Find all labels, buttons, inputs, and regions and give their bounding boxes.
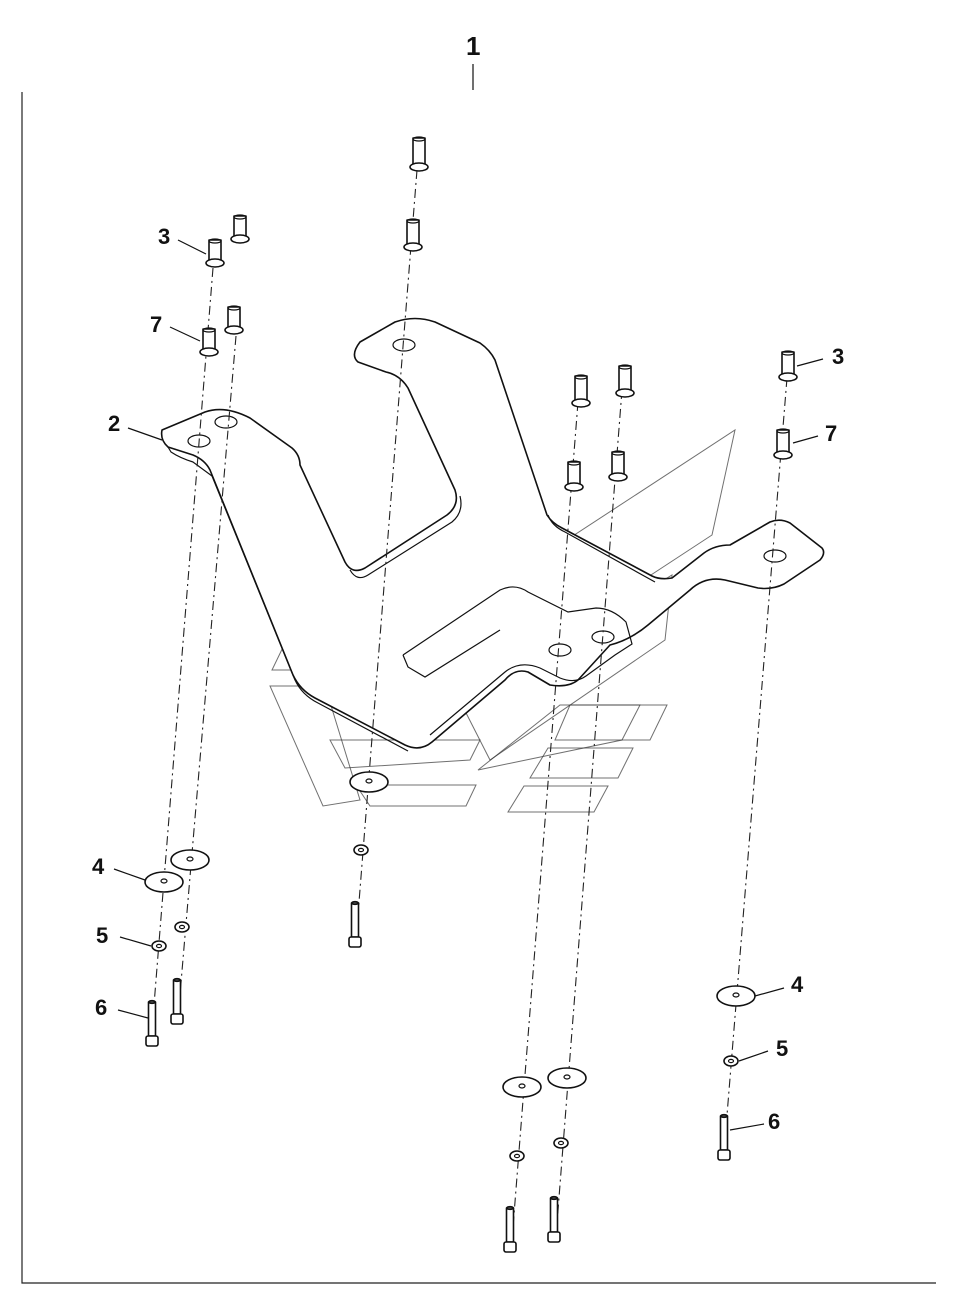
rivet-nut [564, 460, 584, 492]
flat-washer [547, 1067, 587, 1089]
rivet-nut [230, 214, 250, 244]
lock-washer [151, 940, 167, 952]
bolt [717, 1113, 731, 1161]
lock-washer [509, 1150, 525, 1162]
lock-washer [723, 1055, 739, 1067]
rivet-nut [773, 428, 793, 460]
drawing-frame [21, 92, 936, 1284]
rivet-nut [403, 218, 423, 252]
rivet-nut [608, 450, 628, 482]
lock-washer [353, 844, 369, 856]
bolt [170, 977, 184, 1025]
rivet-nut [571, 374, 591, 408]
callout-7-right: 7 [825, 421, 837, 446]
rivet-nut [409, 136, 429, 172]
lock-washer [553, 1137, 569, 1149]
callout-7-left: 7 [150, 312, 162, 337]
callout-6-right: 6 [768, 1109, 780, 1134]
flat-washer [170, 849, 210, 871]
callout-leaders [113, 239, 824, 1131]
callout-2: 2 [108, 411, 120, 436]
callout-5-left: 5 [96, 923, 108, 948]
lock-washer [174, 921, 190, 933]
bracket-hole [763, 549, 787, 563]
callout-3-left: 3 [158, 224, 170, 249]
callout-5-right: 5 [776, 1036, 788, 1061]
rivet-nut [205, 238, 225, 268]
rivet-nut [615, 364, 635, 398]
bracket-hole [214, 415, 238, 429]
flat-washer [144, 871, 184, 893]
rivet-nut [778, 350, 798, 382]
rivet-nut [199, 327, 219, 357]
lock-washers [151, 844, 739, 1162]
mounting-bracket [160, 317, 825, 752]
rivet-nut [224, 305, 244, 335]
bolt [547, 1195, 561, 1243]
flat-washers [144, 771, 756, 1098]
flat-washer [716, 985, 756, 1007]
callout-4-right: 4 [791, 972, 804, 997]
callout-6-left: 6 [95, 995, 107, 1020]
bolt [503, 1205, 517, 1253]
bracket-hole [548, 643, 572, 657]
assembly-number: 1 [466, 31, 480, 61]
callout-4-left: 4 [92, 854, 105, 879]
assembly-axes [151, 169, 788, 1241]
bolt [145, 999, 159, 1047]
flat-washer [349, 771, 389, 793]
flat-washer [502, 1076, 542, 1098]
bolts [145, 900, 731, 1253]
bracket-hole [392, 338, 416, 352]
rivet-nuts [199, 136, 798, 492]
bolt [348, 900, 362, 948]
callout-3-right: 3 [832, 344, 844, 369]
